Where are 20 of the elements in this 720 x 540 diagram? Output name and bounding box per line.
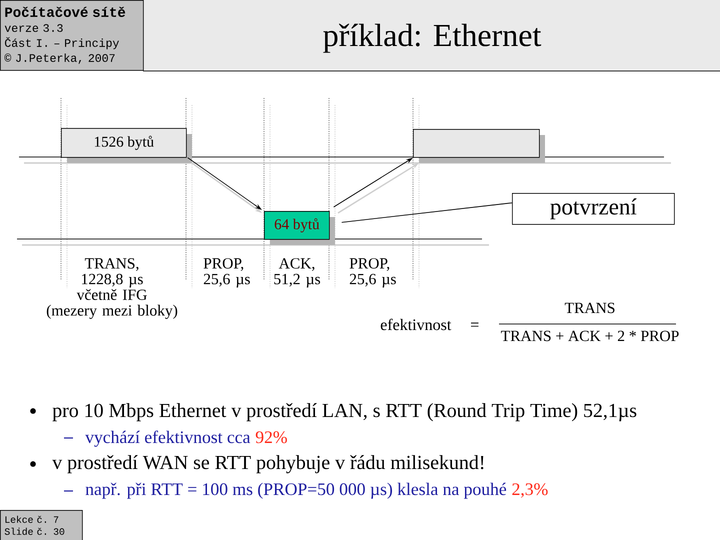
bullet-text: v prostředí WAN se RTT pohybuje v řádu milisekund!	[52, 455, 484, 474]
highlight-value: 92%	[256, 431, 287, 444]
header-box: Počítačové sítě verze 3.3 Část I. – Principy © J.Peterka, 2007	[0, 0, 144, 71]
frame-box: 1526 bytů	[61, 128, 192, 163]
frame-box	[413, 129, 545, 163]
formula-text: efektivnost	[380, 318, 452, 330]
numerator: TRANS	[564, 302, 614, 314]
duration-label: TRANS, 1228,8 µs včetně IFG (mezery mezi bloky)	[46, 258, 178, 319]
duration-label: PROP, 25,6 µs	[204, 258, 250, 288]
bullet-text: např. při RTT = 100 ms (PROP=50 000 µs) klesla na pouhé	[86, 482, 506, 499]
title-bar: příklad: Ethernet	[142, 0, 720, 72]
highlight-value: 2,3%	[512, 483, 548, 498]
denominator: TRANS + ACK + 2 * PROP	[501, 330, 679, 342]
equals-sign: =	[471, 322, 478, 327]
footer-box: Lekce č. 7 Slide č. 30	[0, 510, 83, 540]
bullet-text: pro 10 Mbps Ethernet v prostředí LAN, s RTT (Round Trip Time) 52,1µs	[52, 403, 636, 422]
bullet-text: vychází efektivnost cca	[85, 430, 250, 447]
duration-label: PROP, 25,6 µs	[350, 258, 396, 288]
callout-box: potvrzení	[512, 193, 675, 225]
ack-box: 64 bytů	[264, 211, 335, 245]
